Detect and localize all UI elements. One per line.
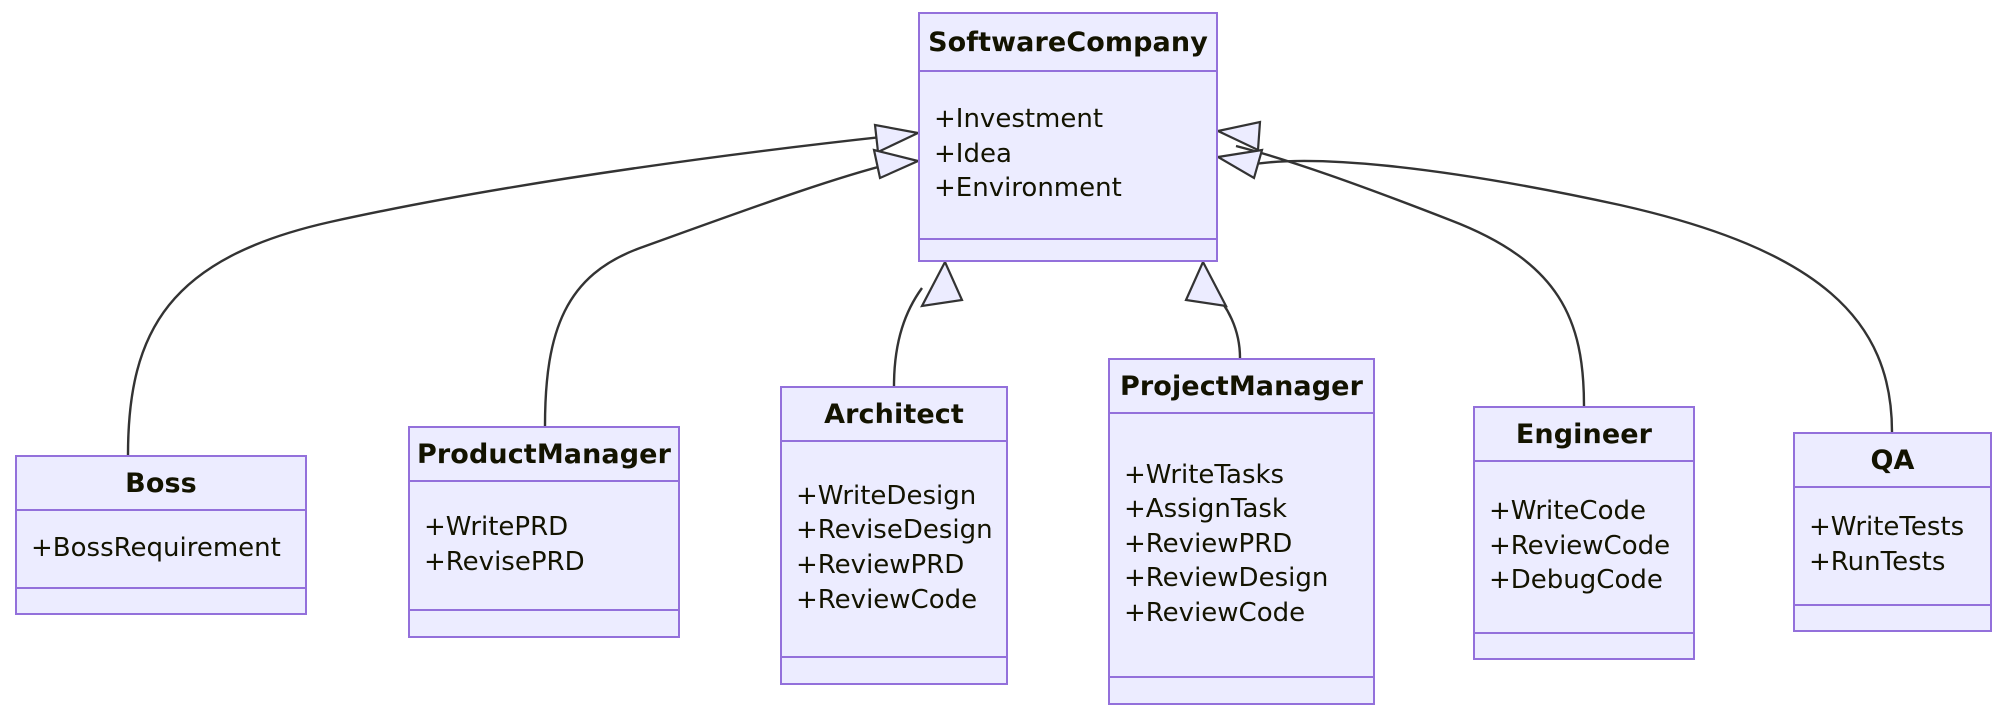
class-attributes-compartment: +WriteDesign +ReviseDesign +ReviewPRD +R… [782, 442, 1006, 658]
class-methods-compartment [1475, 634, 1693, 656]
edge-architect-to-softwarecompany [892, 287, 923, 387]
edge-engineer-to-softwarecompany [1235, 144, 1586, 407]
class-title-compartment: SoftwareCompany [920, 14, 1216, 72]
class-attribute: +Environment [934, 173, 1122, 204]
class-name: Boss [125, 467, 197, 499]
class-attribute: +ReviewDesign [1124, 563, 1329, 594]
class-title-compartment: ProjectManager [1110, 360, 1373, 414]
class-node-engineer[interactable]: Engineer +WriteCode +ReviewCode +DebugCo… [1473, 406, 1695, 660]
edge-qa-to-softwarecompany [1235, 159, 1894, 433]
inheritance-arrowhead [920, 259, 964, 308]
class-title-compartment: Boss [17, 457, 305, 511]
edge-productmanager-to-softwarecompany [543, 159, 903, 427]
class-node-productmanager[interactable]: ProductManager +WritePRD +RevisePRD [408, 426, 680, 638]
class-methods-compartment [410, 611, 678, 633]
inheritance-arrowhead [1184, 259, 1228, 308]
class-node-qa[interactable]: QA +WriteTests +RunTests [1793, 432, 1992, 632]
class-title-compartment: Engineer [1475, 408, 1693, 462]
class-node-architect[interactable]: Architect +WriteDesign +ReviseDesign +Re… [780, 386, 1008, 685]
class-attribute: +DebugCode [1489, 565, 1663, 596]
class-attributes-compartment: +WritePRD +RevisePRD [410, 482, 678, 611]
class-attribute: +RevisePRD [424, 546, 585, 577]
class-methods-compartment [782, 658, 1006, 680]
class-attribute: +ReviseDesign [796, 515, 993, 546]
class-methods-compartment [920, 240, 1216, 262]
class-name: SoftwareCompany [928, 26, 1208, 58]
class-node-softwarecompany[interactable]: SoftwareCompany +Investment +Idea +Envir… [918, 12, 1218, 262]
class-attribute: +RunTests [1809, 547, 1946, 577]
class-title-compartment: QA [1795, 434, 1990, 488]
class-attribute: +ReviewPRD [1124, 528, 1293, 559]
class-methods-compartment [1795, 606, 1990, 628]
class-methods-compartment [17, 589, 305, 611]
class-attributes-compartment: +WriteTasks +AssignTask +ReviewPRD +Revi… [1110, 414, 1373, 678]
class-attribute: +ReviewPRD [796, 550, 965, 580]
class-name: ProjectManager [1119, 370, 1363, 402]
class-attribute: +AssignTask [1124, 494, 1287, 525]
class-name: ProductManager [417, 438, 671, 470]
class-attribute: +ReviewCode [1124, 597, 1306, 628]
edge-boss-to-softwarecompany [126, 133, 901, 456]
class-methods-compartment [1110, 678, 1373, 700]
class-attributes-compartment: +Investment +Idea +Environment [920, 72, 1216, 240]
class-title-compartment: ProductManager [410, 428, 678, 482]
class-name: Engineer [1515, 418, 1653, 450]
class-attribute: +Investment [934, 104, 1104, 135]
class-attribute: +WritePRD [424, 511, 569, 542]
class-attribute: +WriteDesign [796, 480, 977, 511]
class-attributes-compartment: +WriteCode +ReviewCode +DebugCode [1475, 462, 1693, 634]
class-attribute: +Idea [934, 138, 1012, 169]
class-attribute: +WriteTests [1809, 512, 1965, 543]
class-attribute: +ReviewCode [796, 584, 978, 615]
class-name: QA [1870, 444, 1915, 476]
class-attribute: +WriteTasks [1124, 459, 1285, 490]
class-node-boss[interactable]: Boss +BossRequirement [15, 455, 307, 615]
class-attributes-compartment: +WriteTests +RunTests [1795, 488, 1990, 606]
inheritance-arrowhead [873, 123, 922, 154]
inheritance-arrowhead [1214, 120, 1262, 152]
class-attributes-compartment: +BossRequirement [17, 511, 305, 589]
class-attribute: +WriteCode [1489, 496, 1646, 527]
class-node-projectmanager[interactable]: ProjectManager +WriteTasks +AssignTask +… [1108, 358, 1375, 705]
class-title-compartment: Architect [782, 388, 1006, 442]
class-name: Architect [824, 398, 964, 430]
class-attribute: +ReviewCode [1489, 530, 1671, 561]
class-attribute: +BossRequirement [31, 532, 281, 563]
inheritance-arrowhead [1214, 148, 1264, 180]
inheritance-arrowhead [872, 148, 922, 180]
